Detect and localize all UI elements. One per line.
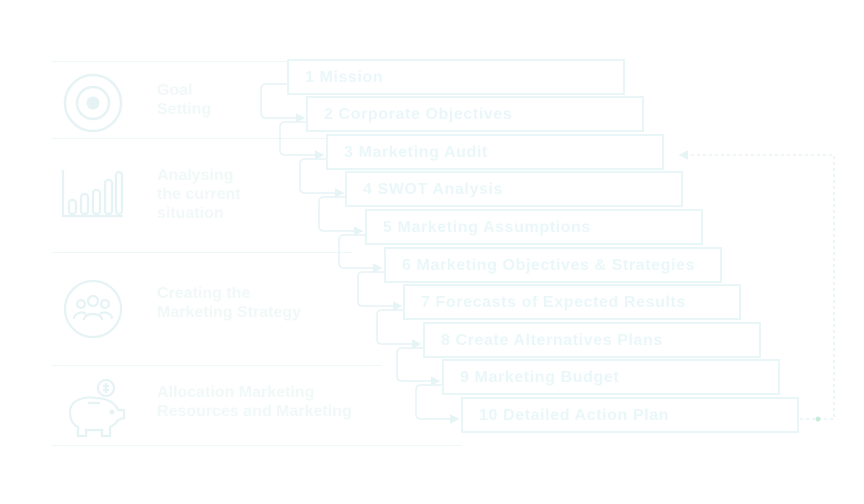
- team-icon: [63, 279, 123, 339]
- connector-arrow: [396, 347, 441, 386]
- phase-label-allocation: Allocation Marketing Resources and Marke…: [157, 384, 352, 420]
- connector-arrow: [260, 83, 306, 123]
- connector-arrow: [299, 158, 345, 198]
- step-label: 4 SWOT Analysis: [363, 181, 503, 198]
- phase-label-creating-strategy: Creating the Marketing Strategy: [157, 285, 302, 321]
- bar-chart-icon: [61, 170, 124, 218]
- step-box-marketing-budget[interactable]: 9 Marketing Budget: [442, 359, 780, 395]
- connector-arrow: [338, 234, 383, 273]
- phase-label-analysing: Analysing the current situation: [157, 167, 241, 222]
- target-icon: [63, 73, 123, 133]
- step-label: 9 Marketing Budget: [460, 369, 620, 386]
- connector-arrow: [376, 309, 422, 349]
- connector-arrow: [357, 271, 403, 311]
- step-label: 2 Corporate Objectives: [324, 106, 513, 123]
- connector-arrow: [415, 384, 460, 424]
- phase-divider: [52, 365, 382, 366]
- step-label: 1 Mission: [305, 69, 384, 86]
- step-label: 7 Forecasts of Expected Results: [421, 294, 686, 311]
- step-label: 5 Marketing Assumptions: [383, 219, 591, 236]
- phase-divider: [52, 252, 352, 253]
- step-box-marketing-audit[interactable]: 3 Marketing Audit: [326, 134, 664, 170]
- step-label: 3 Marketing Audit: [344, 144, 488, 161]
- phase-divider: [52, 445, 462, 446]
- step-box-action-plan[interactable]: 10 Detailed Action Plan: [461, 397, 799, 433]
- phase-divider: [52, 61, 312, 62]
- step-box-forecasts[interactable]: 7 Forecasts of Expected Results: [403, 284, 741, 320]
- step-label: 8 Create Alternatives Plans: [441, 332, 663, 349]
- piggy-bank-icon: [68, 378, 126, 438]
- step-box-objectives-strategies[interactable]: 6 Marketing Objectives & Strategies: [384, 247, 722, 283]
- connector-arrow: [279, 121, 325, 160]
- step-box-alternative-plans[interactable]: 8 Create Alternatives Plans: [423, 322, 761, 358]
- connector-arrow: [318, 196, 364, 236]
- feedback-loop-arrow: [678, 150, 835, 420]
- step-box-swot-analysis[interactable]: 4 SWOT Analysis: [345, 171, 683, 207]
- step-label: 10 Detailed Action Plan: [479, 407, 670, 424]
- feedback-dot: [815, 416, 821, 422]
- step-box-marketing-assumptions[interactable]: 5 Marketing Assumptions: [365, 209, 703, 245]
- phase-divider: [52, 138, 332, 139]
- step-box-corporate-objectives[interactable]: 2 Corporate Objectives: [306, 96, 644, 132]
- step-label: 6 Marketing Objectives & Strategies: [402, 257, 696, 274]
- step-box-mission[interactable]: 1 Mission: [287, 59, 625, 95]
- phase-label-goal-setting: Goal Setting: [157, 82, 212, 118]
